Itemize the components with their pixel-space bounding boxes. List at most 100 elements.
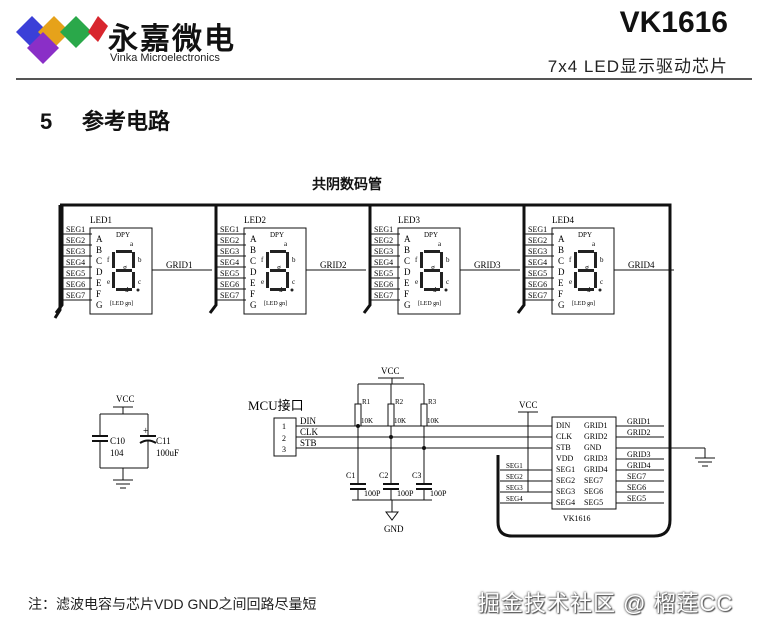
svg-text:GRID3: GRID3	[584, 454, 608, 463]
svg-text:SEG3: SEG3	[556, 487, 575, 496]
svg-text:R2: R2	[395, 398, 404, 406]
svg-text:SEG3: SEG3	[506, 484, 523, 492]
company-name-en: Vinka Microelectronics	[110, 52, 220, 64]
led-digit-3: SEG1SEG2SEG3SEG4SEG5SEG6SEG7LED3ABCDEFGD…	[362, 205, 520, 315]
segment-bar	[578, 250, 594, 253]
svg-text:SEG7: SEG7	[584, 476, 603, 485]
segment-bar	[440, 272, 443, 288]
svg-text:c: c	[446, 278, 449, 286]
segment-bar	[286, 252, 289, 268]
svg-text:A: A	[404, 234, 411, 244]
svg-text:E: E	[96, 278, 102, 288]
svg-text:e: e	[415, 278, 418, 286]
svg-text:a: a	[284, 240, 288, 248]
svg-text:SEG2: SEG2	[556, 476, 575, 485]
segment-bar	[424, 288, 440, 291]
vcc-label-left: VCC	[116, 394, 135, 404]
seg-label: SEG3	[66, 247, 85, 256]
section-title: 参考电路	[82, 109, 171, 134]
segment-bar	[578, 269, 594, 272]
svg-text:c: c	[138, 278, 141, 286]
svg-text:10K: 10K	[361, 417, 373, 425]
svg-text:100P: 100P	[397, 489, 414, 498]
svg-text:CLK: CLK	[556, 432, 572, 441]
svg-text:SEG6: SEG6	[627, 483, 646, 492]
svg-text:G: G	[404, 300, 411, 310]
seg-label: SEG1	[374, 225, 393, 234]
svg-text:SEG1: SEG1	[556, 465, 575, 474]
mcu-label: MCU接口	[248, 398, 304, 413]
svg-text:SEG5: SEG5	[584, 498, 603, 507]
section-heading: 5 参考电路	[40, 104, 170, 136]
footer-note: 注：滤波电容与芯片VDD GND之间回路尽量短	[28, 596, 317, 612]
svg-text:F: F	[96, 289, 101, 299]
seg-label: SEG7	[528, 291, 547, 300]
svg-text:VDD: VDD	[556, 454, 574, 463]
svg-text:g: g	[277, 263, 281, 272]
led-digit-group: SEG1SEG2SEG3SEG4SEG5SEG6SEG7LED1ABCDEFGD…	[54, 205, 674, 315]
svg-text:E: E	[404, 278, 410, 288]
seg-label: SEG1	[220, 225, 239, 234]
svg-text:c: c	[292, 278, 295, 286]
mcu-connector: MCU接口 1 2 3 DIN CLK STB	[248, 398, 552, 457]
svg-text:[LED gn]: [LED gn]	[264, 301, 287, 307]
seg-label: SEG4	[528, 258, 547, 267]
svg-text:GRID2: GRID2	[627, 428, 651, 437]
seg-label: SEG7	[220, 291, 239, 300]
segment-bar	[270, 250, 286, 253]
svg-text:F: F	[558, 289, 563, 299]
bus-left-edge	[53, 205, 62, 319]
svg-text:DIN: DIN	[300, 416, 316, 426]
company-name-cn: 永嘉微电	[108, 23, 236, 56]
logo-diamond-purple	[27, 32, 59, 64]
svg-text:b: b	[446, 256, 450, 264]
seg-label: SEG1	[66, 225, 85, 234]
svg-text:1: 1	[282, 422, 286, 431]
svg-text:GRID1: GRID1	[627, 417, 651, 426]
logo-diamond-green	[60, 16, 92, 48]
svg-text:D: D	[404, 267, 411, 277]
segment-bar	[270, 269, 286, 272]
svg-text:G: G	[250, 300, 257, 310]
reference-circuit-schematic: SEG1SEG2SEG3SEG4SEG5SEG6SEG7LED1ABCDEFGD…	[53, 203, 715, 538]
svg-text:g: g	[123, 263, 127, 272]
doc-subtitle: 7x4 LED显示驱动芯片	[547, 57, 728, 76]
svg-text:e: e	[261, 278, 264, 286]
seg-label: SEG4	[220, 258, 239, 267]
segment-bar	[424, 269, 440, 272]
svg-text:G: G	[558, 300, 565, 310]
svg-text:D: D	[96, 267, 103, 277]
svg-text:[LED gn]: [LED gn]	[418, 301, 441, 307]
c11-ref: C11	[156, 436, 171, 446]
led-digit-1: SEG1SEG2SEG3SEG4SEG5SEG6SEG7LED1ABCDEFGD…	[54, 205, 212, 315]
led-name: LED4	[552, 215, 574, 225]
svg-text:SEG7: SEG7	[627, 472, 646, 481]
svg-text:B: B	[96, 245, 102, 255]
watermark: 掘金技术社区 @ 榴莲CC	[478, 591, 734, 616]
svg-text:R3: R3	[428, 398, 437, 406]
svg-text:GND: GND	[384, 524, 404, 534]
seg-label: SEG5	[66, 269, 85, 278]
svg-text:SEG2: SEG2	[506, 473, 523, 481]
segment-bar	[266, 272, 269, 288]
svg-text:C1: C1	[346, 471, 355, 480]
svg-text:DPY: DPY	[270, 231, 284, 239]
segment-bar	[420, 272, 423, 288]
grid-label: GRID3	[474, 260, 501, 270]
svg-text:G: G	[96, 300, 103, 310]
segment-bar	[270, 288, 286, 291]
segment-bar	[286, 272, 289, 288]
seg-label: SEG3	[220, 247, 239, 256]
seg-label: SEG6	[66, 280, 85, 289]
svg-text:DPY: DPY	[116, 231, 130, 239]
seg-label: SEG4	[66, 258, 85, 267]
svg-text:C: C	[250, 256, 256, 266]
svg-text:b: b	[292, 256, 296, 264]
section-number: 5	[40, 109, 53, 134]
seg-label: SEG3	[374, 247, 393, 256]
svg-text:g: g	[585, 263, 589, 272]
svg-text:c: c	[600, 278, 603, 286]
logo-diamond-red	[88, 16, 108, 42]
segment-bar	[116, 288, 132, 291]
